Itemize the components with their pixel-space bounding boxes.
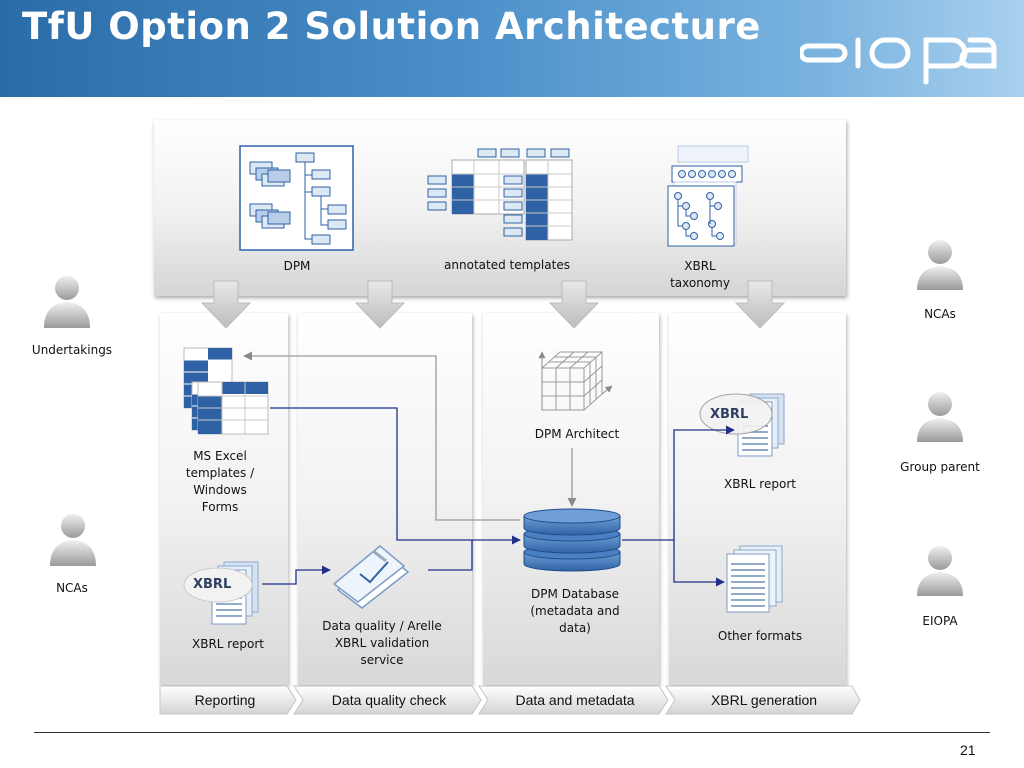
label-excel-templates: MS Excel templates / Windows Forms (185, 449, 255, 514)
stage-data-quality-check: Data quality check (331, 692, 447, 708)
dq-service-icon (332, 545, 410, 609)
xbrl-logo-right: XBRL (710, 407, 748, 422)
stage-reporting-shape (159, 685, 297, 715)
flow-xbrl-to-dq (262, 565, 331, 585)
down-arrow-metadata (548, 280, 600, 329)
flow-excel-to-db (270, 407, 521, 545)
person-ncas-left-icon (50, 514, 96, 566)
label-ncas-left: NCAs (56, 581, 88, 595)
label-group-parent: Group parent (900, 460, 980, 474)
flow-db-to-xbrl (622, 425, 735, 541)
person-ncas-right-icon (917, 240, 963, 290)
person-eiopa-icon (917, 546, 963, 596)
xbrl-logo-left: XBRL (193, 577, 231, 592)
stage-metadata-shape (478, 685, 669, 715)
other-formats-icon (726, 545, 783, 613)
label-other-formats: Other formats (717, 629, 803, 643)
label-eiopa: EIOPA (922, 614, 958, 628)
label-annotated-templates: annotated templates (444, 258, 570, 272)
stage-reporting: Reporting (194, 692, 256, 708)
annotated-templates-icon (427, 148, 573, 241)
label-dq-service: Data quality / Arelle XBRL validation se… (322, 619, 442, 667)
label-undertakings: Undertakings (31, 343, 113, 357)
label-xbrl-taxonomy: XBRL taxonomy (670, 259, 730, 290)
stage-xbrl-shape (665, 685, 861, 715)
dpm-icon (239, 145, 354, 251)
header-banner (0, 0, 1024, 97)
flow-db-to-excel (243, 351, 520, 521)
person-undertakings-icon (44, 276, 90, 328)
column-data-quality (298, 313, 472, 685)
page-title: TfU Option 2 Solution Architecture (22, 5, 761, 48)
excel-templates-icon (183, 347, 269, 435)
dpm-architect-cube-icon (538, 351, 613, 411)
stage-dq-shape (293, 685, 482, 715)
xbrl-taxonomy-icon (667, 145, 749, 247)
stage-data-and-metadata: Data and metadata (515, 692, 635, 708)
xbrl-report-left-icon: XBRL (183, 561, 259, 625)
label-dpm-architect: DPM Architect (534, 427, 620, 441)
down-arrow-reporting (200, 280, 252, 329)
down-arrow-dq (354, 280, 406, 329)
flow-dq-to-db (428, 540, 473, 571)
dpm-database-icon (523, 508, 621, 572)
flow-db-to-other (673, 540, 725, 587)
label-ncas-right: NCAs (924, 307, 956, 321)
eiopa-logo (798, 30, 1000, 91)
label-xbrl-report-left: XBRL report (192, 637, 264, 651)
person-group-parent-icon (917, 392, 963, 442)
xbrl-report-right-icon: XBRL (699, 393, 785, 457)
down-arrow-xbrl (734, 280, 786, 329)
footer-divider (34, 732, 990, 733)
stage-xbrl-generation: XBRL generation (710, 692, 818, 708)
column-xbrl-generation (669, 313, 846, 685)
label-xbrl-report-right: XBRL report (724, 477, 796, 491)
label-dpm: DPM (283, 259, 311, 273)
page-number: 21 (960, 742, 976, 758)
label-dpm-database: DPM Database (metadata and data) (530, 587, 620, 635)
